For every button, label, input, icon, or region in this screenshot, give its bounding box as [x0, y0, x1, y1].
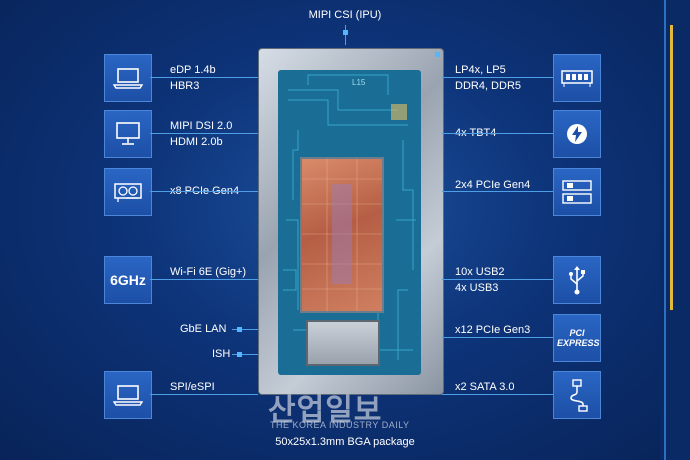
- display-connector: [150, 133, 258, 134]
- right-edge-accent: [670, 25, 673, 310]
- ddr4-ddr5-label: DDR4, DDR5: [455, 80, 522, 92]
- edp-connector: [150, 77, 258, 78]
- watermark-korean: 산업일보: [268, 394, 383, 427]
- lp4x-lp5-label: LP4x, LP5: [455, 64, 506, 76]
- sata-label: x2 SATA 3.0: [455, 381, 515, 393]
- pci-express-icon-text: PCI EXPRESS: [557, 328, 600, 348]
- mipi-csi-label: MIPI CSI (IPU): [308, 9, 382, 21]
- pcie-gen3-connector: [442, 337, 553, 338]
- thunderbolt-icon: [553, 110, 601, 158]
- right-edge-line: [664, 0, 666, 460]
- ish-label: ISH: [212, 348, 231, 360]
- pch-die: [306, 320, 380, 366]
- gbe-lan-connector-node: [237, 327, 242, 332]
- ssd-icon: [553, 168, 601, 216]
- usb3-label: 4x USB3: [455, 282, 499, 294]
- tbt4-connector: [442, 133, 553, 134]
- usb-connector: [442, 279, 553, 280]
- ssd-connector: [442, 191, 553, 192]
- cpu-die: [300, 157, 384, 313]
- mipi-csi-connector-node: [343, 30, 348, 35]
- pci-express-icon: PCI EXPRESS: [553, 314, 601, 362]
- ish-connector: [232, 354, 258, 355]
- usb2-label: 10x USB2: [455, 266, 505, 278]
- wifi-connector: [150, 279, 258, 280]
- sata-connector: [442, 394, 553, 395]
- usb-icon: [553, 256, 601, 304]
- pcie-gen4-2x4-label: 2x4 PCIe Gen4: [455, 179, 531, 191]
- monitor-icon: [104, 110, 152, 158]
- pcie-gen3-x12-label: x12 PCIe Gen3: [455, 324, 531, 336]
- chip-marker-square: [391, 104, 407, 120]
- cpu-die-pattern: [302, 159, 382, 311]
- spi-espi-label: SPI/eSPI: [170, 381, 215, 393]
- watermark-english: THE KOREA INDUSTRY DAILY: [270, 420, 410, 430]
- hbr3-label: HBR3: [170, 80, 200, 92]
- memory-module-icon: [553, 54, 601, 102]
- mipi-csi-connector: [345, 25, 346, 45]
- gbe-lan-connector: [232, 329, 258, 330]
- gbe-lan-label: GbE LAN: [180, 323, 227, 335]
- chip-marking: L15: [352, 78, 366, 87]
- spi-connector: [150, 394, 258, 395]
- pcie-x8-connector: [150, 191, 258, 192]
- wifi-6ghz-icon-text: 6GHz: [110, 272, 146, 288]
- laptop-icon: [104, 54, 152, 102]
- mipi-dsi-label: MIPI DSI 2.0: [170, 120, 233, 132]
- package-label: 50x25x1.3mm BGA package: [275, 436, 415, 448]
- laptop-icon-spi: [104, 371, 152, 419]
- wifi-6ghz-icon: 6GHz: [104, 256, 152, 304]
- hdmi-label: HDMI 2.0b: [170, 136, 223, 148]
- graphics-card-icon: [104, 168, 152, 216]
- ish-connector-node: [237, 352, 242, 357]
- right-edge-stripe: [660, 0, 690, 460]
- memory-connector-node: [435, 52, 440, 57]
- memory-connector: [442, 77, 553, 78]
- edp-label: eDP 1.4b: [170, 64, 216, 76]
- sata-cable-icon: [553, 371, 601, 419]
- wifi-label: Wi-Fi 6E (Gig+): [170, 266, 247, 278]
